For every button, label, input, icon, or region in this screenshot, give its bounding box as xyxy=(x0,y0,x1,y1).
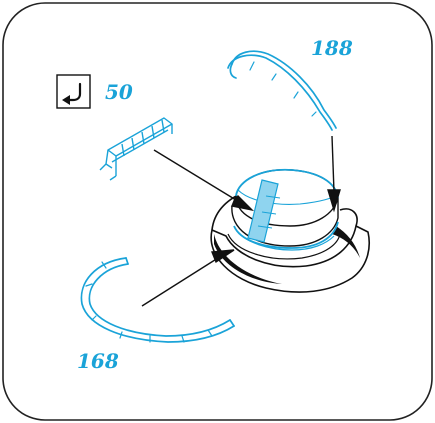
part-188-curved-rail xyxy=(227,50,337,131)
arrow-part-188 xyxy=(331,135,335,193)
turn-return-arrow-icon xyxy=(62,82,82,105)
assembly-arrows xyxy=(141,135,341,307)
step-reference-box xyxy=(56,74,91,109)
installed-ladder-strip xyxy=(247,179,281,243)
arrow-part-168 xyxy=(141,257,219,307)
part-number-168: 168 xyxy=(77,349,119,373)
part-number-188: 188 xyxy=(311,36,353,60)
arrow-part-50 xyxy=(153,149,237,201)
part-168-semicircle-rail xyxy=(80,257,235,343)
base-body xyxy=(210,169,370,293)
part-number-50: 50 xyxy=(105,80,133,104)
part-50-ladder-bracket xyxy=(99,117,173,181)
